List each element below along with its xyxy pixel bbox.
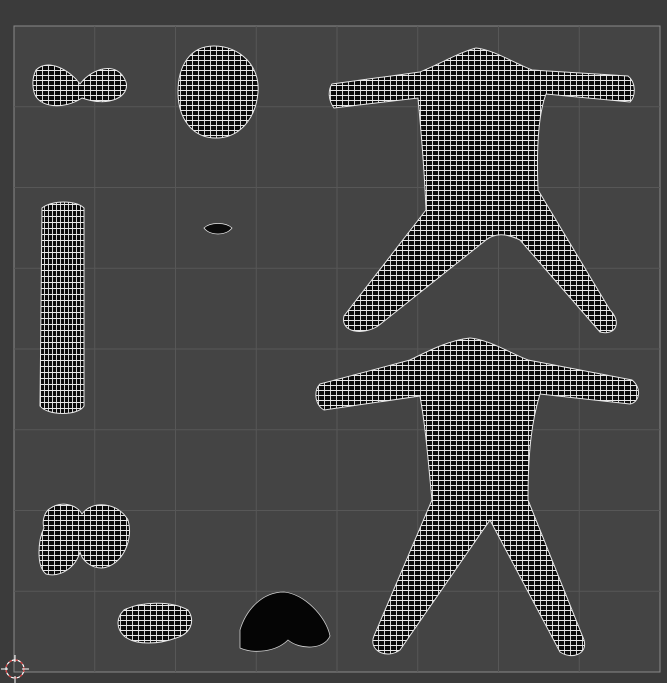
uv-island-sole[interactable] — [117, 602, 192, 644]
uv-island-strip[interactable] — [39, 201, 85, 414]
uv-island-feet[interactable] — [38, 503, 130, 576]
uv-island-ears[interactable] — [239, 591, 331, 652]
uv-island-lips[interactable] — [203, 223, 233, 235]
uv-island-bodysuit-front[interactable] — [328, 47, 635, 334]
uv-island-bow[interactable] — [32, 64, 127, 107]
uv-2d-cursor[interactable] — [1, 655, 29, 683]
uv-island-bodysuit-back[interactable] — [315, 337, 639, 656]
uv-island-face[interactable] — [177, 45, 259, 139]
